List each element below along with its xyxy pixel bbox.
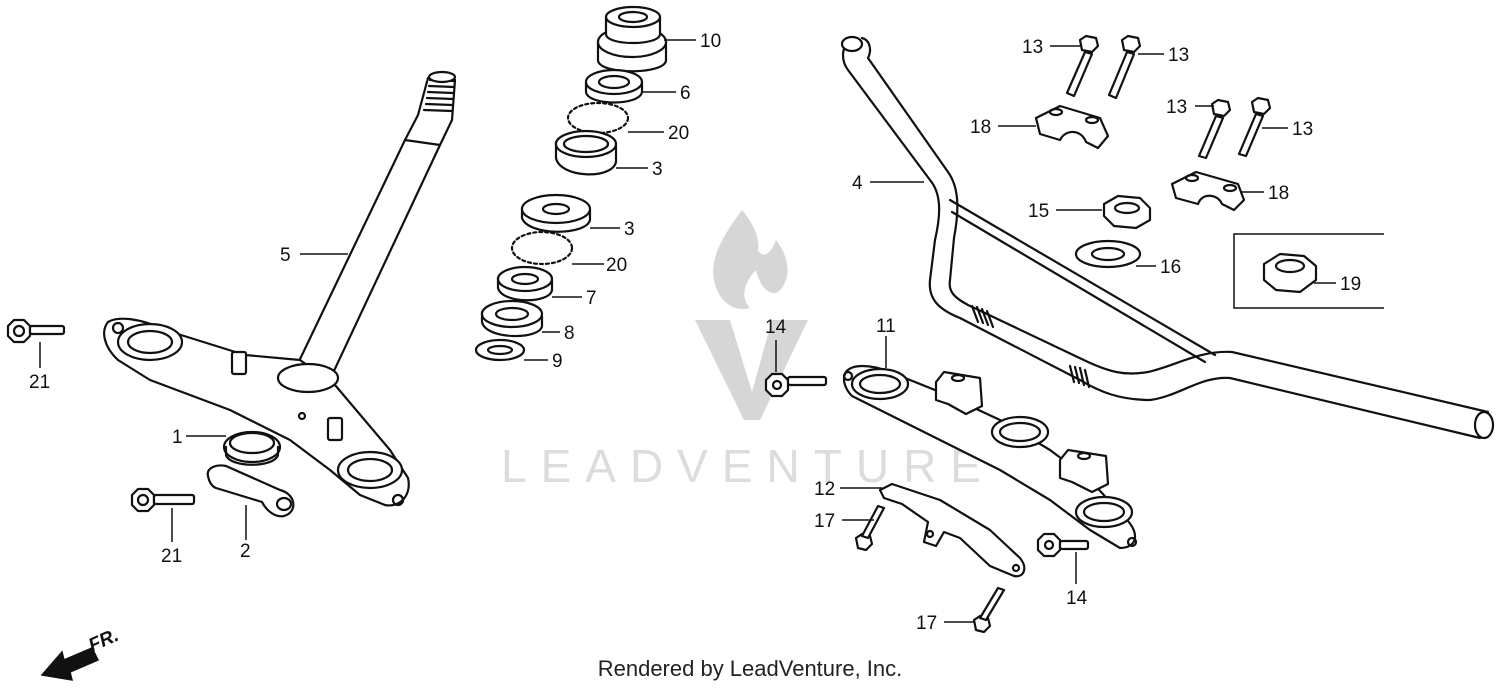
bolt-13-c [1197,98,1232,160]
part-19-inset [1233,233,1384,309]
part-12-bracket [878,482,1026,578]
part-1-ring [222,430,282,466]
callout-12: 12 [814,479,835,500]
bolt-17-lower [972,586,1006,634]
callout-14-upper: 14 [765,317,787,338]
bolt-14-lower [1036,532,1090,558]
bolt-13-a [1065,34,1100,98]
callout-20-upper: 20 [668,123,689,144]
callout-17-upper: 17 [814,511,835,532]
callout-13-b: 13 [1168,45,1189,66]
callout-13-d: 13 [1292,119,1313,140]
callout-7: 7 [586,288,597,309]
bolt-13-d [1237,96,1272,158]
part-20-balls-upper [566,101,630,135]
part-6-race [584,68,644,104]
callouts: 10 6 20 3 3 20 7 8 9 5 1 2 21 21 4 13 13… [29,31,1361,634]
callout-20-lower: 20 [606,255,627,276]
callout-4: 4 [852,173,863,194]
callout-18-upper: 18 [970,117,991,138]
part-16-washer [1074,239,1142,269]
part-18-holder-upper [1034,104,1110,150]
bolt-21-lower [130,487,196,513]
callout-14-lower: 14 [1066,588,1088,609]
callout-1: 1 [172,427,183,448]
callout-16: 16 [1160,257,1181,278]
callout-21-lower: 21 [161,546,182,567]
callout-9: 9 [552,351,563,372]
part-8-seal [480,299,544,338]
watermark-brand: LEADVENTURE [501,440,995,492]
callout-5: 5 [280,245,291,266]
callout-6: 6 [680,83,691,104]
part-2-clamp [206,464,295,518]
part-15-nut [1102,194,1152,230]
part-18-holder-lower [1170,170,1246,212]
part-3-race-upper [554,129,618,176]
part-3-race-lower [520,193,592,233]
callout-21-left: 21 [29,372,50,393]
bolt-21-left [6,318,66,344]
callout-15: 15 [1028,201,1049,222]
bolt-17-upper [854,504,886,552]
callout-3-upper: 3 [652,159,663,180]
callout-2: 2 [240,541,251,562]
callout-13-c: 13 [1166,97,1187,118]
part-10-adjusting-nut [596,5,668,73]
callout-8: 8 [564,323,575,344]
part-7-race [496,265,554,302]
bolt-14-upper [764,372,828,398]
callout-17-lower: 17 [916,613,937,634]
callout-18-lower: 18 [1268,183,1289,204]
part-11-upper-bridge [842,364,1138,550]
callout-10: 10 [700,31,721,52]
bolt-13-b [1107,34,1142,100]
part-9-washer [474,338,526,362]
callout-3-lower: 3 [624,219,635,240]
part-4-handlebar [840,35,1495,440]
leader-lines [39,39,1336,623]
callout-11: 11 [876,316,896,337]
footer-credit: Rendered by LeadVenture, Inc. [597,656,903,681]
callout-19: 19 [1340,274,1361,295]
front-direction-label: FR. [85,625,122,657]
part-20-balls-lower [510,230,574,266]
callout-13-a: 13 [1022,37,1043,58]
watermark-logo [695,210,808,420]
front-arrow-icon [40,647,100,681]
steering-stem [103,70,457,507]
